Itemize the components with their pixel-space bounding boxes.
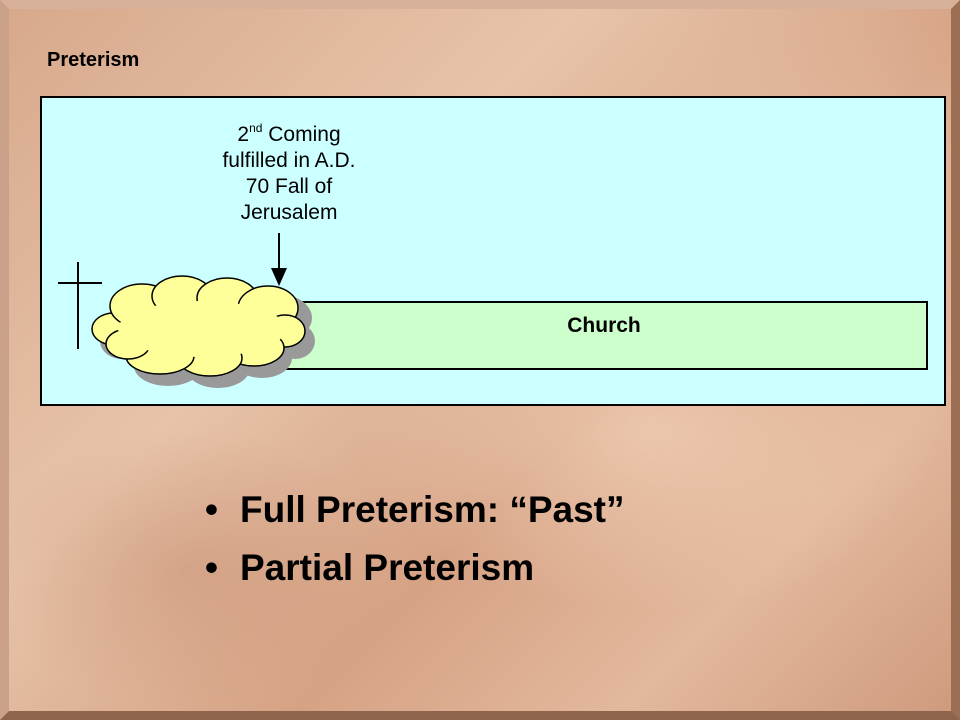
timeline-diagram <box>40 96 946 406</box>
cloud-fill-center <box>118 301 286 357</box>
cross-icon <box>58 262 102 349</box>
annotation-line-3: 70 Fall of <box>245 175 333 198</box>
bullet-dot-icon: • <box>205 547 218 588</box>
annotation-line-4: Jerusalem <box>240 201 338 224</box>
bullet-item-full-preterism: • Full Preterism: “Past” <box>205 481 625 539</box>
slide-title: Preterism <box>47 49 140 71</box>
annotation-line-2: fulfilled in A.D. <box>222 149 356 172</box>
down-arrow-icon <box>271 233 287 286</box>
annotation-ordinal: 2 <box>237 123 250 146</box>
bullet-text-partial-preterism: Partial Preterism <box>240 547 535 588</box>
bullet-item-partial-preterism: • Partial Preterism <box>205 539 625 597</box>
bullet-dot-icon: • <box>205 489 218 530</box>
annotation-ordinal-suffix: nd <box>249 121 263 135</box>
annotation-line-1-text: Coming <box>262 123 341 146</box>
church-label: Church <box>567 314 641 337</box>
church-bar <box>279 301 928 370</box>
second-coming-annotation: 2nd Coming fulfilled in A.D. 70 Fall of … <box>194 122 384 226</box>
bullet-list: • Full Preterism: “Past” • Partial Prete… <box>205 481 625 597</box>
bullet-text-full-preterism: Full Preterism: “Past” <box>240 489 625 530</box>
annotation-line-1: 2nd Coming <box>194 122 384 148</box>
